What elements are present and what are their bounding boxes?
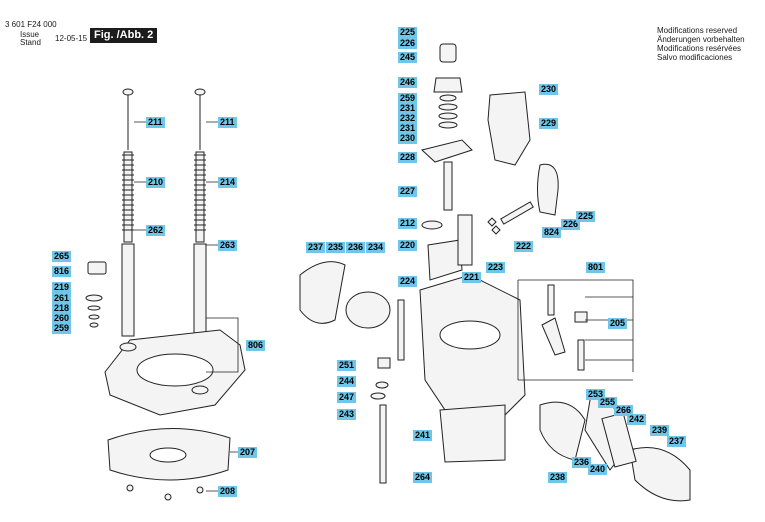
part-label: 229 xyxy=(539,118,559,129)
column-rod-right xyxy=(193,88,207,337)
part-label: 236 xyxy=(572,457,592,468)
part-label: 224 xyxy=(398,276,418,287)
stand-label: Stand xyxy=(20,38,41,47)
part-label: 236 xyxy=(346,242,366,253)
part-label: 210 xyxy=(146,177,166,188)
part-label: 255 xyxy=(598,397,618,408)
part-label: 253 xyxy=(586,389,606,400)
part-label: 237 xyxy=(667,436,687,447)
part-label: 223 xyxy=(486,262,506,273)
issue-label: Issue xyxy=(20,30,40,39)
part-label: 211 xyxy=(146,117,165,128)
part-label: 246 xyxy=(398,77,418,88)
part-label: 230 xyxy=(398,133,418,144)
part-label: 218 xyxy=(52,303,72,314)
part-label: 259 xyxy=(398,93,418,104)
modifications-line: Modifications resérvées xyxy=(657,44,742,53)
part-label: 816 xyxy=(52,266,72,277)
part-label: 240 xyxy=(588,464,608,475)
issue-date: 12-05-15 xyxy=(55,34,88,43)
part-label: 211 xyxy=(218,117,237,128)
part-label: 264 xyxy=(413,472,433,483)
part-label: 221 xyxy=(462,272,482,283)
clamp-parts xyxy=(421,201,534,281)
part-label: 231 xyxy=(398,103,418,114)
column-rod-left xyxy=(121,88,135,337)
part-label: 247 xyxy=(337,392,357,403)
part-label: 234 xyxy=(366,242,386,253)
part-label: 251 xyxy=(337,360,357,371)
part-label: 262 xyxy=(146,225,166,236)
part-label: 261 xyxy=(52,293,72,304)
part-label: 263 xyxy=(218,240,238,251)
depth-adjuster-stack xyxy=(420,43,473,211)
part-label: 824 xyxy=(542,227,562,238)
motor-cap xyxy=(487,91,531,166)
part-label: 260 xyxy=(52,313,72,324)
part-label: 242 xyxy=(627,414,647,425)
part-label: 244 xyxy=(337,376,357,387)
lock-lever xyxy=(537,163,559,216)
part-label: 227 xyxy=(398,186,418,197)
part-label: 235 xyxy=(326,242,346,253)
part-label: 225 xyxy=(398,27,418,38)
part-label: 228 xyxy=(398,152,418,163)
part-label: 266 xyxy=(614,405,634,416)
part-label: 205 xyxy=(608,318,628,329)
part-label: 245 xyxy=(398,52,418,63)
part-label: 225 xyxy=(576,211,596,222)
part-label: 222 xyxy=(514,241,534,252)
part-label: 214 xyxy=(218,177,238,188)
part-label: 232 xyxy=(398,113,418,124)
part-label: 265 xyxy=(52,251,72,262)
part-label: 243 xyxy=(337,409,357,420)
part-label: 231 xyxy=(398,123,418,134)
part-label: 212 xyxy=(398,218,418,229)
handle-left xyxy=(299,261,346,324)
figure-label: Fig. /Abb. 2 xyxy=(90,28,158,43)
part-label: 241 xyxy=(413,430,433,441)
part-label: 801 xyxy=(586,262,606,273)
part-label: 259 xyxy=(52,323,72,334)
modifications-line: Modifications reserved xyxy=(657,26,738,35)
part-label: 226 xyxy=(398,38,418,49)
modifications-line: Änderungen vorbehalten xyxy=(657,35,745,44)
part-label: 208 xyxy=(218,486,238,497)
part-label: 239 xyxy=(650,425,670,436)
part-label: 806 xyxy=(246,340,266,351)
part-label: 207 xyxy=(238,447,258,458)
part-label: 230 xyxy=(539,84,559,95)
part-label: 238 xyxy=(548,472,568,483)
depth-stop-parts xyxy=(85,261,107,328)
part-label: 226 xyxy=(561,219,581,230)
modifications-line: Salvo modificaciones xyxy=(657,53,733,62)
modifications-notice: Modifications reserved Änderungen vorbeh… xyxy=(657,26,745,62)
document-number: 3 601 F24 000 xyxy=(5,20,57,29)
part-label: 237 xyxy=(306,242,326,253)
part-label: 220 xyxy=(398,240,418,251)
part-label: 219 xyxy=(52,282,72,293)
